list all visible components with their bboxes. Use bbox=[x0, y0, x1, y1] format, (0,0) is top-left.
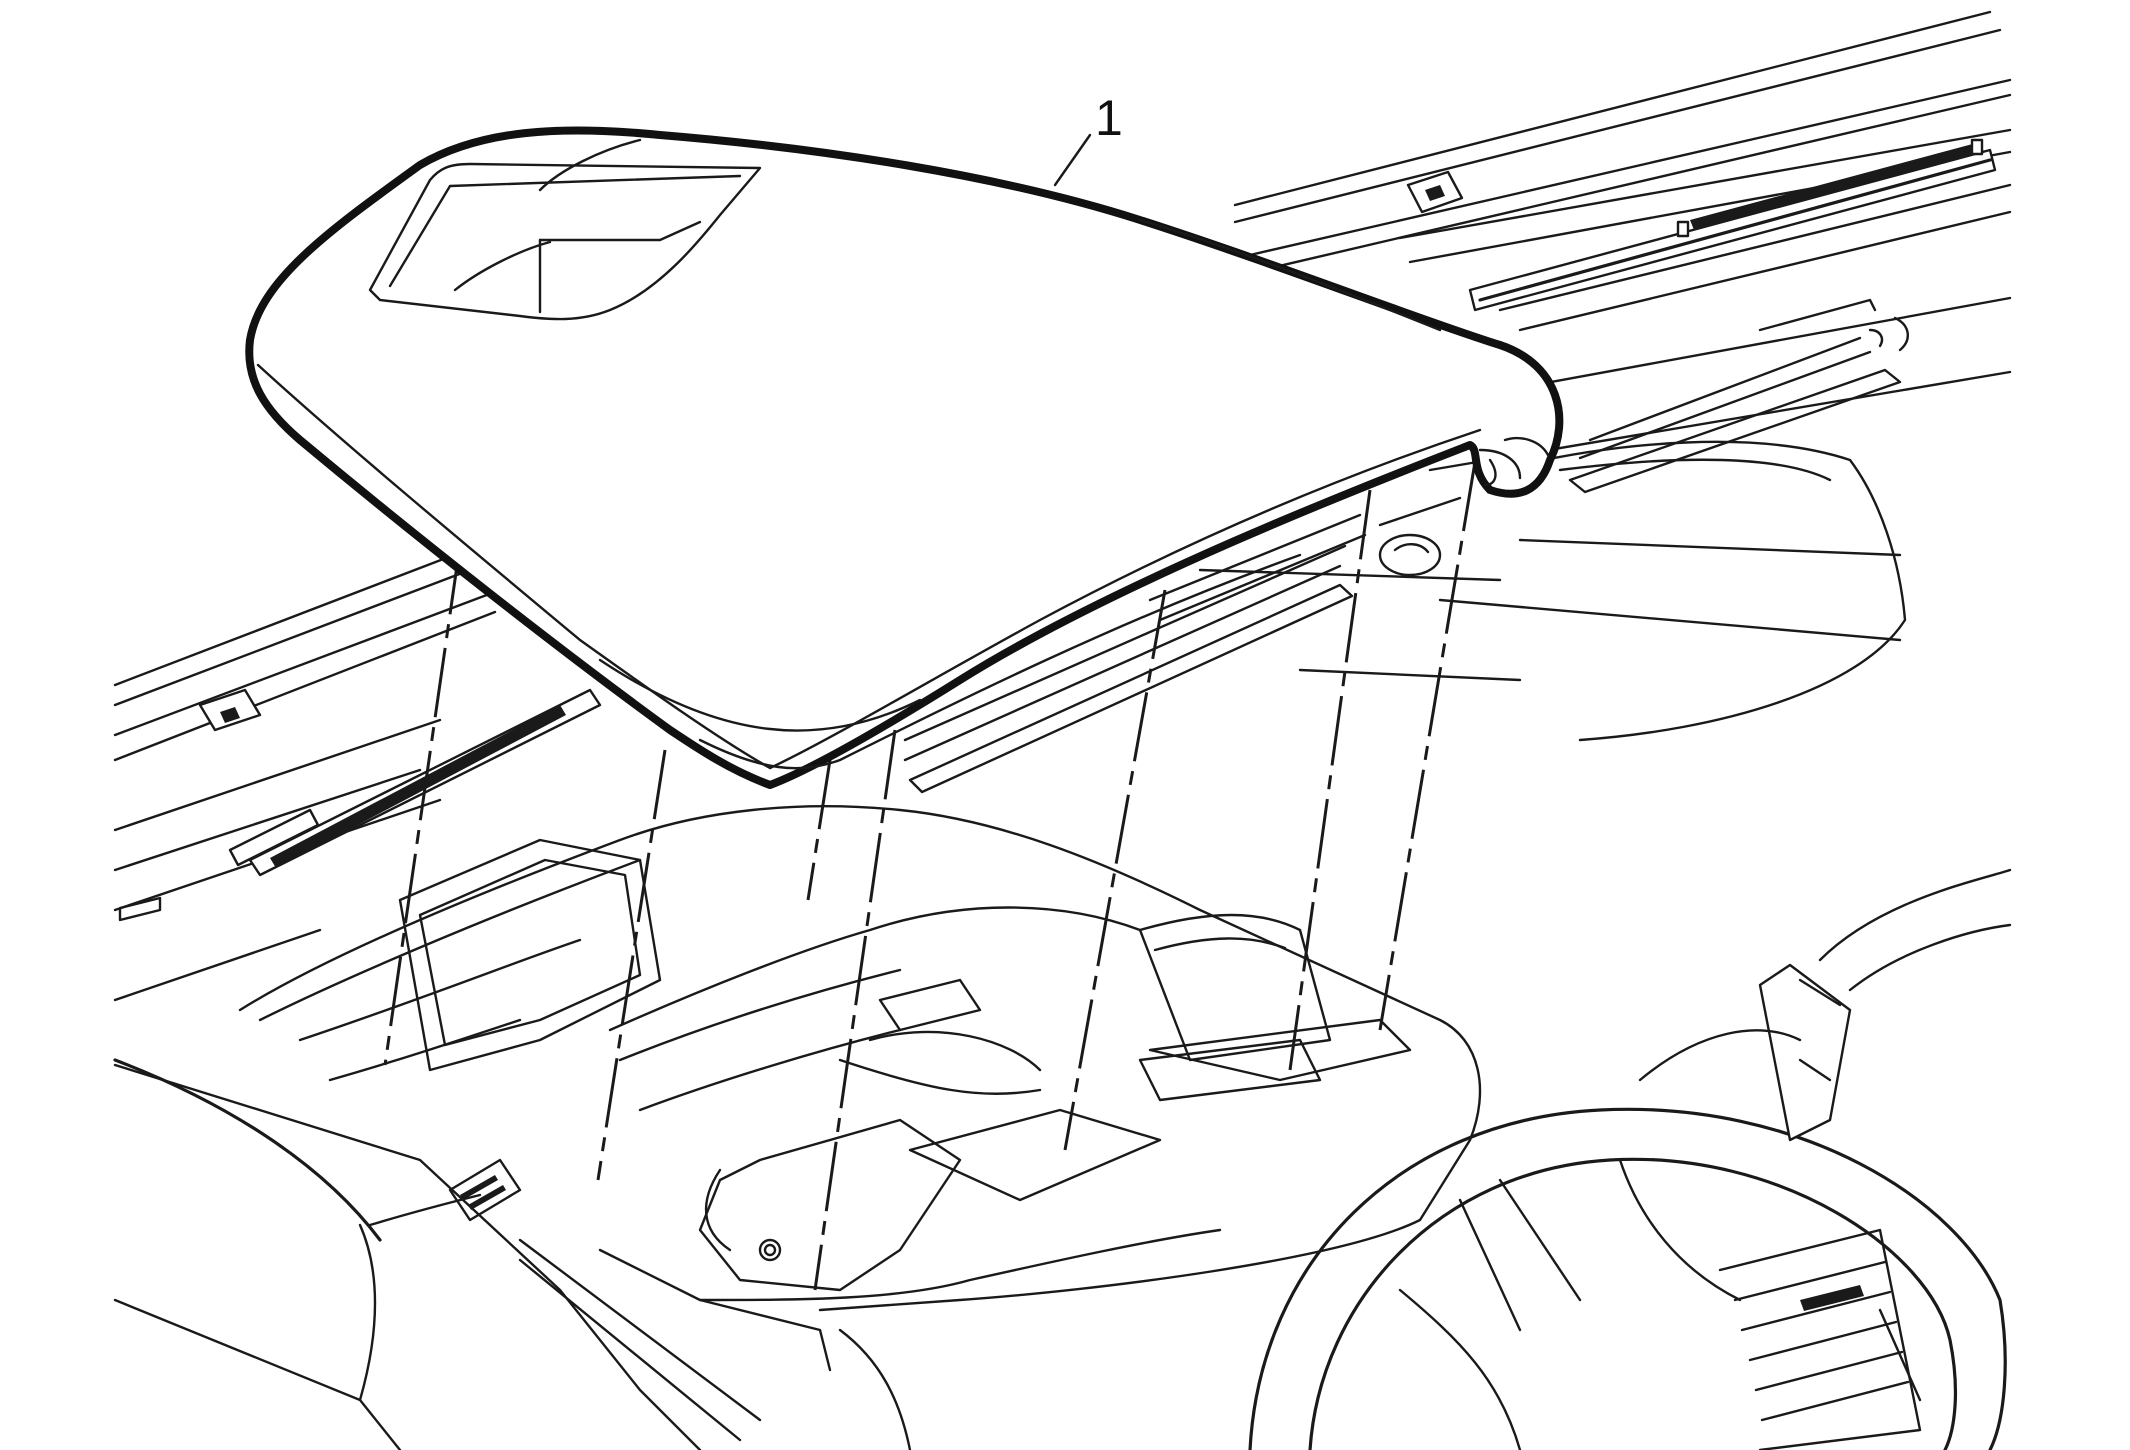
alignment-guides bbox=[383, 461, 1477, 1291]
windshield-cowl-upper-right bbox=[1233, 10, 2012, 472]
callout-1: 1 bbox=[1053, 90, 1123, 187]
speaker-right bbox=[1378, 533, 1442, 577]
instrument-panel-upper-cover bbox=[245, 126, 1564, 789]
dash-lower-left bbox=[113, 1058, 762, 1450]
defroster-vent-center bbox=[903, 496, 1462, 794]
instrument-panel-carrier bbox=[238, 805, 1482, 1450]
callout-1-label: 1 bbox=[1095, 90, 1123, 146]
defroster-vent-right bbox=[1568, 298, 1909, 494]
callout-1-leader bbox=[1053, 133, 1092, 187]
steering-wheel bbox=[1248, 868, 2012, 1450]
dash-top-right bbox=[1198, 440, 1907, 742]
